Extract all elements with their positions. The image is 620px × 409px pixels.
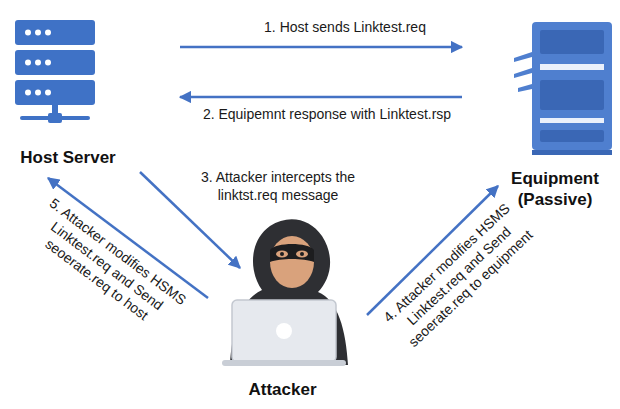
message-label: 1. Host sends Linktest.req (225, 19, 465, 37)
message-label: 5. Attacker modifies HSMS Linktest.req a… (16, 188, 198, 343)
message-label: 4. Attacker modifies HSMS Linktest.req a… (372, 193, 545, 360)
message-arrow (180, 46, 462, 49)
node-label: Host Server (20, 148, 115, 168)
node-label: Attacker (248, 380, 316, 400)
message-label: 2. Equipemnt response with Linktest.rsp (192, 106, 462, 124)
message-arrow (180, 96, 462, 99)
message-label: 3. Attacker intercepts the linktst.req m… (188, 169, 368, 204)
attacker-icon (222, 219, 348, 366)
equipment-icon (514, 22, 612, 155)
equipment-node: Equipment (Passive) (494, 18, 616, 210)
attacker-node: Attacker (205, 210, 360, 400)
server-icon (15, 20, 95, 123)
server-node: Host Server (8, 18, 128, 168)
